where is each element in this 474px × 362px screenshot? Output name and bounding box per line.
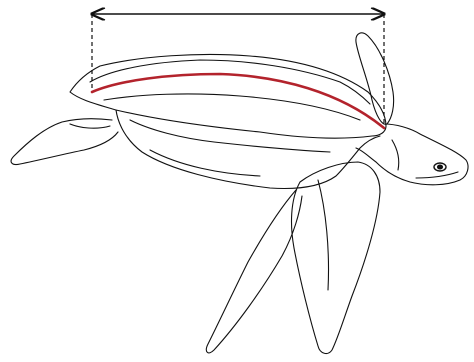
eye-icon bbox=[434, 163, 446, 171]
rear-flipper bbox=[11, 119, 118, 165]
dimension-annotation bbox=[92, 14, 384, 126]
front-flipper-back bbox=[206, 190, 302, 353]
front-flipper-lower bbox=[292, 162, 380, 353]
neck-fold bbox=[392, 140, 399, 170]
plastron-outline bbox=[116, 110, 380, 189]
neck-head-outline bbox=[356, 124, 468, 185]
plastron-fold bbox=[150, 150, 260, 176]
carapace-outline bbox=[70, 54, 386, 138]
jaw-line bbox=[416, 172, 458, 178]
front-flipper-edge bbox=[318, 180, 329, 290]
front-flipper-upper bbox=[356, 33, 394, 124]
rear-flipper-inner bbox=[70, 124, 110, 128]
plastron-inner bbox=[130, 120, 330, 152]
